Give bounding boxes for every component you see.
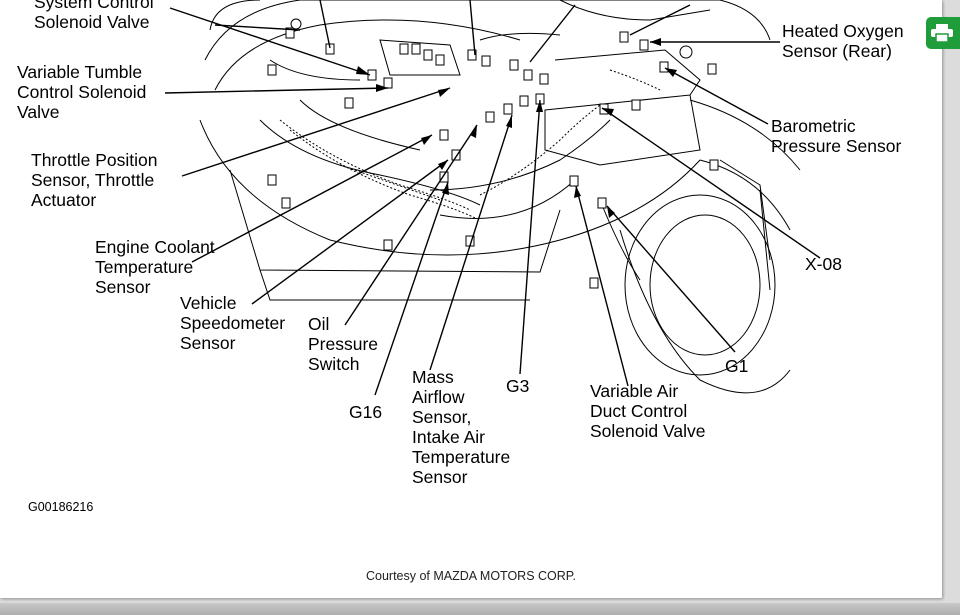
label-variable-air-duct: Variable Air Duct Control Solenoid Valve (590, 381, 706, 441)
wiring-harness (279, 69, 661, 219)
connectors (267, 18, 719, 289)
label-system-control-l1: System Control (34, 0, 154, 12)
printer-icon (931, 24, 953, 42)
credit-line: Courtesy of MAZDA MOTORS CORP. (365, 569, 576, 583)
label-g1: G1 (725, 356, 749, 376)
label-heated-oxygen: Heated Oxygen Sensor (Rear) (782, 21, 904, 61)
label-vehicle-speedometer: Vehicle Speedometer Sensor (180, 293, 286, 353)
label-x08: X-08 (805, 254, 842, 274)
label-engine-coolant: Engine Coolant Temperature Sensor (95, 237, 215, 297)
label-system-control-l2: Solenoid Valve (34, 12, 150, 32)
label-g3: G3 (506, 376, 530, 396)
label-g16: G16 (349, 402, 383, 422)
leader-lines (164, 0, 821, 396)
label-throttle-position: Throttle Position Sensor, Throttle Actua… (31, 150, 158, 210)
bottom-scrollbar[interactable] (0, 603, 960, 615)
engine-wiring-diagram (164, 0, 821, 396)
label-variable-tumble: Variable Tumble Control Solenoid Valve (17, 62, 147, 122)
diagram-sheet: System Control Solenoid Valve Variable T… (0, 0, 942, 598)
print-button[interactable] (926, 17, 960, 49)
arrowheads (356, 38, 677, 218)
figure-id: G00186216 (28, 500, 94, 514)
label-mass-airflow: Mass Airflow Sensor, Intake Air Temperat… (412, 367, 511, 487)
label-oil-pressure: Oil Pressure Switch (308, 314, 379, 374)
label-barometric: Barometric Pressure Sensor (771, 116, 902, 156)
engine-illustration (199, 0, 801, 394)
